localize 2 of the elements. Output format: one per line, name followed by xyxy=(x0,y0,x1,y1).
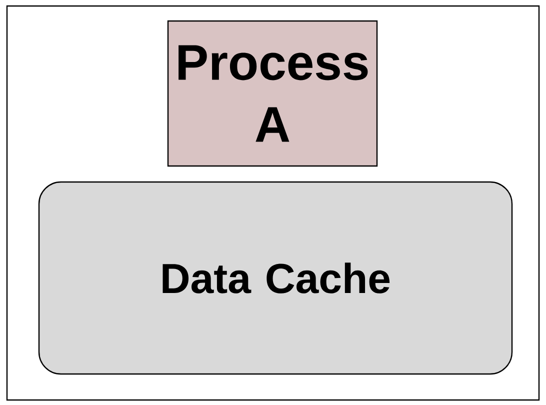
cache-box: Data Cache xyxy=(38,181,513,375)
process-box: Process A xyxy=(167,20,378,167)
